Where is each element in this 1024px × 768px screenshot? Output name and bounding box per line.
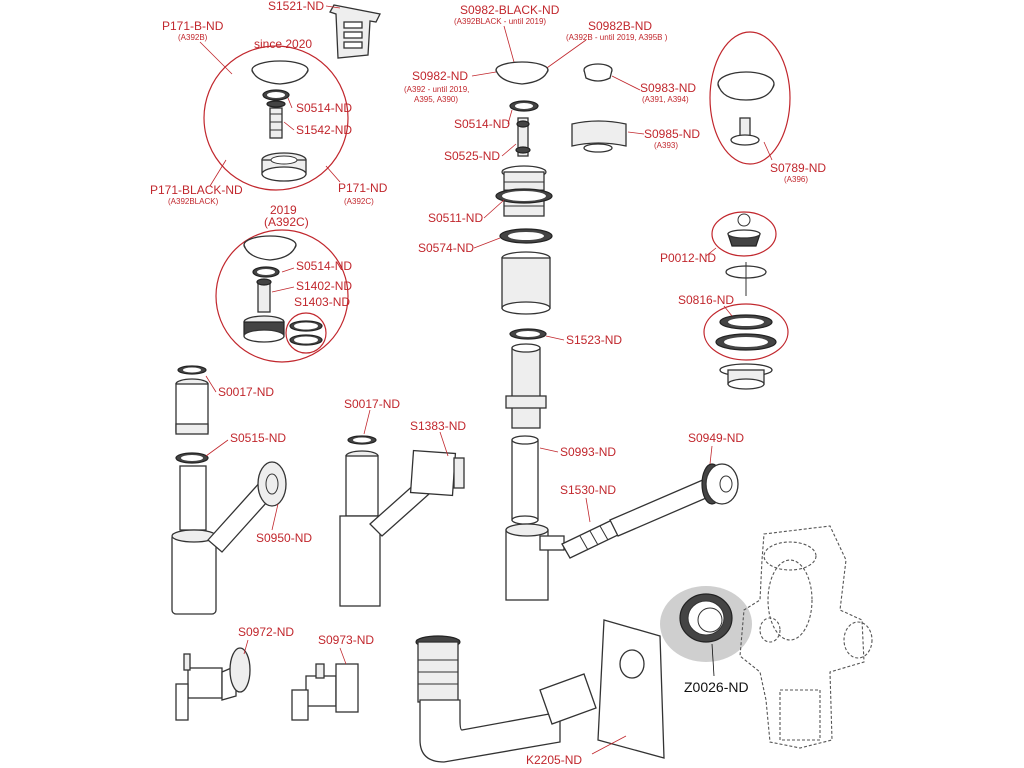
label-p171-black: P171-BLACK-ND	[150, 183, 243, 197]
label-s1402: S1402-ND	[296, 279, 352, 293]
s0816-part	[715, 314, 777, 351]
label-s0982-sub1: (A392 - until 2019,	[404, 85, 469, 94]
group-circle-s1403	[285, 312, 327, 354]
label-s1403: S1403-ND	[294, 295, 350, 309]
group-circle-since-2020	[203, 45, 349, 191]
s0574-part	[499, 228, 553, 244]
label-p171-b: P171-B-ND	[162, 19, 224, 33]
label-s0973: S0973-ND	[318, 633, 374, 647]
strainer-part	[725, 262, 767, 296]
s0993-part	[511, 435, 539, 525]
label-s0982-black-sub: (A392BLACK - until 2019)	[454, 17, 546, 26]
label-s0983: S0983-ND	[640, 81, 696, 95]
label-s0982b: S0982B-ND	[588, 19, 652, 33]
label-s0985: S0985-ND	[644, 127, 700, 141]
tail-piece-part	[501, 251, 551, 315]
label-p0012: P0012-ND	[660, 251, 716, 265]
label-s0982b-sub: (A392B - until 2019, A395B )	[566, 33, 668, 42]
label-s0950: S0950-ND	[256, 531, 312, 545]
bottle-trap-1-part	[171, 365, 287, 615]
s0982-part	[495, 61, 549, 85]
label-s0514-c: S0514-ND	[454, 117, 510, 131]
s1402-part	[243, 235, 323, 346]
label-s0982-sub2: A395, A390)	[414, 95, 458, 104]
label-p171-sub: (A392C)	[344, 197, 374, 206]
group-circle-2019	[215, 229, 349, 363]
label-s0985-sub: (A393)	[654, 141, 678, 150]
label-s0982-black: S0982-BLACK-ND	[460, 3, 560, 17]
label-since-2020: since 2020	[254, 37, 312, 51]
label-2019: 2019	[270, 203, 297, 217]
label-k2205: K2205-ND	[526, 753, 582, 767]
s0985-part	[571, 120, 627, 153]
label-s0789-sub: (A396)	[784, 175, 808, 184]
group-oval-s0789	[709, 31, 791, 165]
label-s0972: S0972-ND	[238, 625, 294, 639]
label-a392c: (A392C)	[264, 215, 309, 229]
s1521-part	[329, 4, 381, 59]
label-s1521: S1521-ND	[268, 0, 324, 13]
label-s0982: S0982-ND	[412, 69, 468, 83]
label-s1530: S1530-ND	[560, 483, 616, 497]
s0511-part	[495, 165, 553, 217]
label-s0514-a: S0514-ND	[296, 101, 352, 115]
s0525-part	[515, 117, 531, 157]
label-s0993: S0993-ND	[560, 445, 616, 459]
label-s0983-sub: (A391, A394)	[642, 95, 689, 104]
label-s0515: S0515-ND	[230, 431, 286, 445]
label-s0525: S0525-ND	[444, 149, 500, 163]
label-p171: P171-ND	[338, 181, 388, 195]
label-s1542: S1542-ND	[296, 123, 352, 137]
connector-part	[505, 343, 547, 429]
label-s1523: S1523-ND	[566, 333, 622, 347]
s0949-part	[609, 463, 739, 537]
group-oval-s0816	[703, 303, 789, 361]
s0973-part	[291, 663, 359, 721]
label-s0017-a: S0017-ND	[218, 385, 274, 399]
basket-part	[719, 363, 773, 390]
label-s0949: S0949-ND	[688, 431, 744, 445]
label-s1383: S1383-ND	[410, 419, 466, 433]
label-z0026: Z0026-ND	[684, 679, 749, 695]
group-oval-p0012	[711, 211, 777, 257]
bottle-trap-2-part	[339, 435, 465, 607]
label-s0511: S0511-ND	[428, 211, 483, 225]
label-s0816: S0816-ND	[678, 293, 734, 307]
label-s0017-b: S0017-ND	[344, 397, 400, 411]
label-s0514-b: S0514-ND	[296, 259, 352, 273]
z0026-part	[679, 593, 733, 643]
label-s0574: S0574-ND	[418, 241, 474, 255]
bottle-trap-3-part	[505, 523, 565, 601]
label-p171-b-sub: (A392B)	[178, 33, 208, 42]
s1530-part	[561, 519, 621, 559]
p171-part	[251, 60, 309, 182]
s0514-c-part	[509, 100, 539, 112]
p0012-part	[727, 213, 761, 247]
label-p171-black-sub: (A392BLACK)	[168, 197, 219, 206]
s0983-part	[583, 63, 613, 82]
s0789-part	[717, 71, 775, 146]
wall-siphon-outline	[739, 525, 873, 749]
label-s0789: S0789-ND	[770, 161, 826, 175]
s1523-part	[509, 328, 547, 340]
k2205-part	[415, 619, 665, 763]
s0972-part	[175, 647, 251, 721]
